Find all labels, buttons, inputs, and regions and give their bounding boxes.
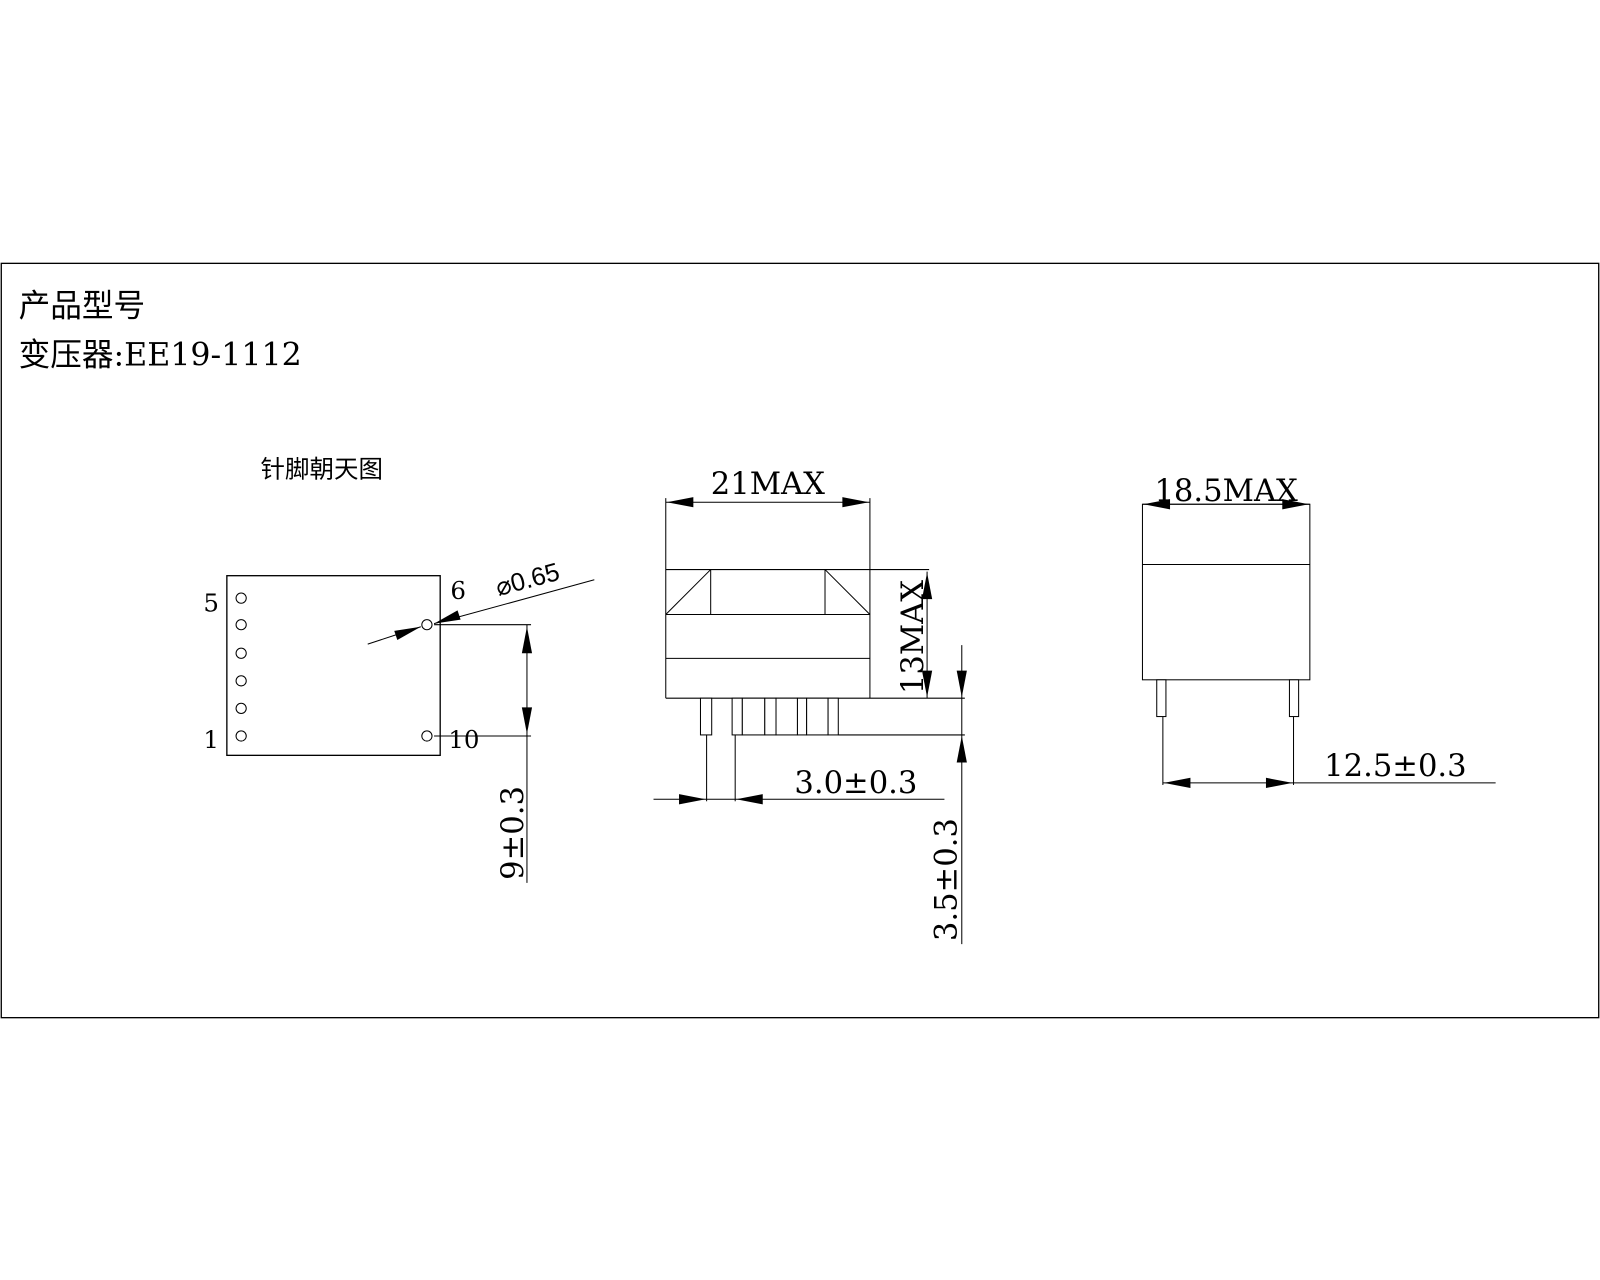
pin-hole bbox=[235, 702, 247, 715]
pin-hole bbox=[235, 619, 247, 631]
pin-hole bbox=[235, 730, 247, 742]
pin bbox=[764, 697, 777, 736]
pin-diameter-dim: ⌀0.65 bbox=[493, 558, 563, 602]
height-dim: 13MAX bbox=[896, 580, 931, 694]
pin-hole bbox=[235, 675, 247, 687]
pin-row-spacing-dim: 9±0.3 bbox=[496, 786, 531, 880]
pin-hole bbox=[421, 619, 433, 631]
arrowhead bbox=[736, 794, 763, 805]
pin bbox=[775, 697, 798, 736]
pin-length-dim: 3.5±0.3 bbox=[930, 818, 965, 941]
product-model-label: 产品型号 bbox=[19, 288, 146, 324]
pin-label-1: 1 bbox=[203, 725, 219, 754]
top-view: 针脚朝天图 5 1 6 10 ⌀0.65 9±0.3 bbox=[203, 455, 595, 883]
side-body bbox=[1141, 503, 1311, 681]
pin-holes bbox=[235, 592, 433, 742]
pin bbox=[1288, 679, 1300, 718]
front-view: 21MAX 13MAX 3.0±0.3 3.5±0.3 bbox=[653, 467, 967, 945]
arrowhead bbox=[956, 670, 967, 698]
arrowhead bbox=[1282, 499, 1309, 510]
arrowhead bbox=[956, 735, 967, 763]
pin bbox=[806, 697, 829, 736]
arrowhead bbox=[921, 670, 933, 698]
pins bbox=[699, 697, 839, 736]
chamfer bbox=[824, 569, 871, 615]
chamfer bbox=[665, 569, 712, 615]
arrowhead bbox=[521, 626, 533, 654]
diameter-leader bbox=[433, 579, 595, 625]
pin bbox=[827, 697, 839, 736]
arrowhead bbox=[1143, 499, 1171, 510]
arrowhead bbox=[394, 626, 421, 640]
arrowhead bbox=[1265, 777, 1293, 789]
pin-hole bbox=[235, 647, 247, 659]
arrowhead bbox=[842, 497, 869, 508]
width-dim: 21MAX bbox=[711, 467, 825, 502]
arrowhead bbox=[434, 610, 461, 624]
pin-spacing-dim: 12.5±0.3 bbox=[1324, 749, 1466, 784]
product-model-value: 变压器:EE19-1112 bbox=[19, 337, 302, 373]
side-view: 18.5MAX 12.5±0.3 bbox=[1141, 474, 1496, 789]
arrowhead bbox=[921, 572, 933, 600]
arrowhead bbox=[679, 794, 706, 805]
pin-label-5: 5 bbox=[203, 588, 219, 617]
pin bbox=[796, 697, 808, 736]
side-width-dim: 18.5MAX bbox=[1154, 474, 1298, 509]
pin-label-6: 6 bbox=[450, 576, 466, 605]
pin bbox=[1156, 679, 1167, 718]
top-view-body bbox=[226, 575, 441, 757]
arrowhead bbox=[666, 497, 694, 508]
pin-hole bbox=[235, 592, 247, 604]
pin-pitch-dim: 3.0±0.3 bbox=[794, 766, 917, 801]
pin bbox=[731, 697, 743, 736]
arrowhead bbox=[1163, 777, 1191, 789]
arrowhead bbox=[521, 707, 533, 734]
pin bbox=[741, 697, 766, 736]
pin-label-10: 10 bbox=[448, 725, 479, 754]
pin-hole bbox=[421, 730, 433, 742]
pin bbox=[699, 697, 713, 736]
top-view-caption: 针脚朝天图 bbox=[261, 455, 383, 484]
drawing-frame bbox=[0, 262, 1600, 1019]
